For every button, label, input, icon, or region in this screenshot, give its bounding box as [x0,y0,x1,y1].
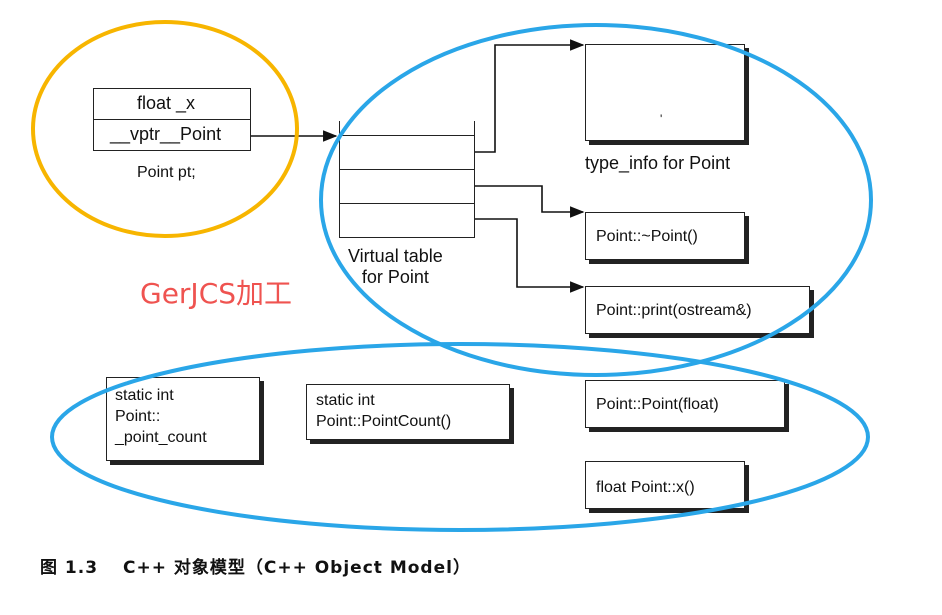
getter-label: float Point::x() [596,479,695,496]
object-caption: Point pt; [137,164,196,181]
slot2-arrow [451,185,585,218]
constructor-box [585,380,785,428]
print-box [585,286,810,334]
highlight-ellipse-virtual [319,23,873,377]
object-field-vptr [93,119,251,151]
highlight-ellipse-object [31,20,299,238]
static-function-box [306,384,510,440]
vtable-slot-2 [339,169,475,204]
figure-caption: 图 1.3 C++ 对象模型（C++ Object Model） [40,553,489,578]
type-info-label: type_info for Point [585,153,731,173]
object-field-vptr-label: __vptr__Point [110,124,222,144]
static-member-label: static int Point:: _point_count [115,387,207,446]
static-member-box [106,377,260,461]
highlight-ellipse-static [50,342,870,532]
constructor-label: Point::Point(float) [596,396,719,413]
destructor-box [585,212,745,260]
object-field-x [93,88,251,120]
print-label: Point::print(ostream&) [596,302,752,319]
getter-box [585,461,745,509]
destructor-label: Point::~Point() [596,228,698,245]
vtable-slot-1 [339,135,475,170]
object-field-x-label: float _x [137,93,196,113]
type-info-box [585,44,745,141]
slot3-arrow [451,218,585,293]
type-info-dot: ' [660,112,663,126]
vtable-slot-3 [339,203,475,238]
static-function-label: static int Point::PointCount() [316,392,452,430]
watermark: GerJCS加工 [140,277,293,310]
figure-title: C++ 对象模型（C++ Object Model） [122,558,471,578]
figure-number: 图 1.3 [40,558,99,578]
vtable-caption: Virtual table for Point [348,246,443,287]
